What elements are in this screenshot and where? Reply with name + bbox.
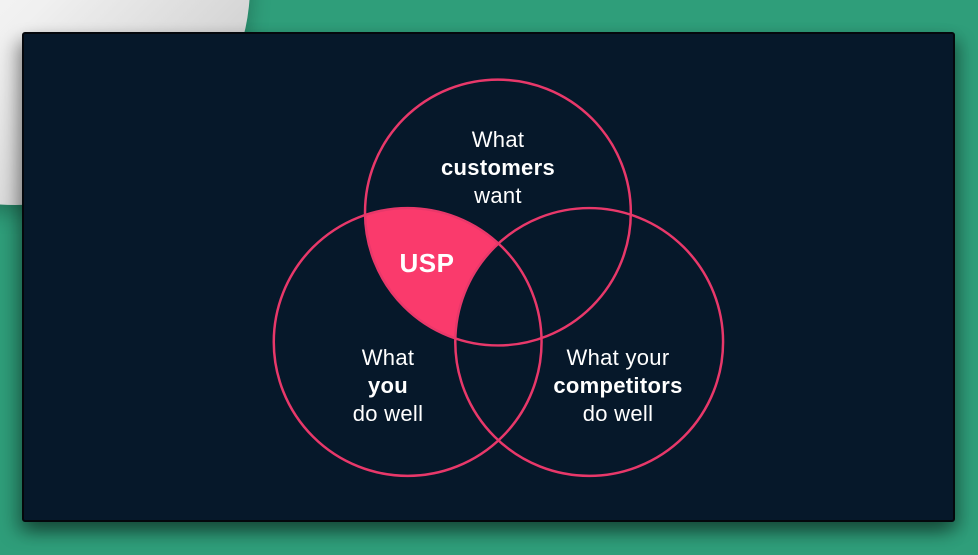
slide: What customers want What you do well Wha… xyxy=(22,32,955,522)
label-line: What xyxy=(471,127,525,152)
label-line: What your xyxy=(566,345,670,370)
venn-diagram xyxy=(272,78,725,478)
label-line: want xyxy=(474,183,522,208)
label-line-bold: customers xyxy=(441,155,555,180)
label-line-bold: competitors xyxy=(553,373,683,398)
label-usp: USP xyxy=(399,248,455,278)
usp-intersection-region xyxy=(365,207,499,339)
label-customers: What customers want xyxy=(398,126,598,210)
circle-customers xyxy=(363,78,633,347)
label-line: What xyxy=(361,345,415,370)
label-you: What you do well xyxy=(288,344,488,428)
label-competitors: What your competitors do well xyxy=(498,344,738,428)
label-line-bold: you xyxy=(367,373,408,398)
circle-you xyxy=(272,206,543,478)
label-line: do well xyxy=(582,401,654,426)
circle-competitors xyxy=(454,206,725,478)
label-line: do well xyxy=(352,401,424,426)
